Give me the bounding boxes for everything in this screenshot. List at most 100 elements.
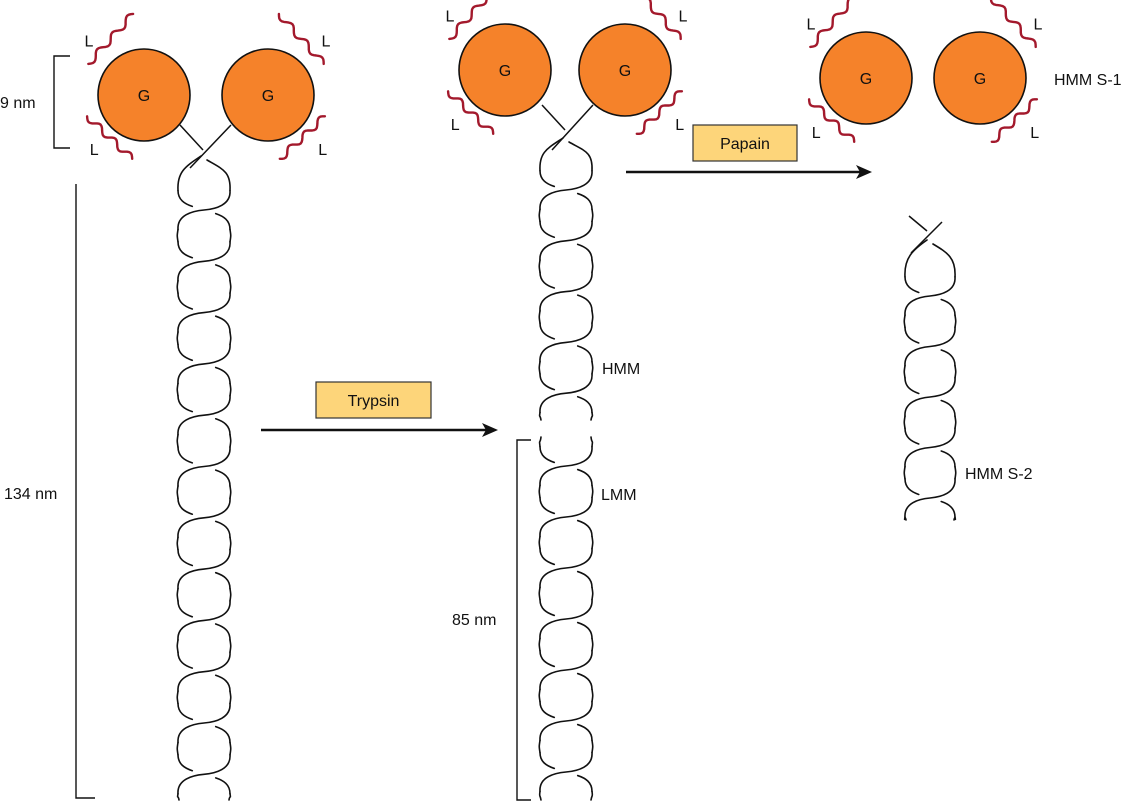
helix-back-strand	[214, 315, 231, 333]
helix-back-strand	[904, 276, 920, 294]
helix-crossover	[904, 276, 956, 316]
helix-crossover	[177, 497, 231, 539]
helix-side	[538, 688, 541, 703]
helix-end	[590, 436, 594, 448]
helix-back-strand	[539, 496, 556, 515]
helix-top	[177, 155, 202, 192]
helix-end	[538, 436, 542, 448]
helix-back-strand	[940, 399, 956, 417]
helix-end	[538, 411, 542, 421]
helix-crossover	[539, 445, 593, 487]
helix-back-strand	[576, 672, 593, 691]
helix-side	[591, 484, 594, 499]
helix-side	[591, 637, 594, 652]
helix-top	[932, 243, 956, 278]
helix-side	[229, 587, 232, 602]
helix-back-strand	[576, 519, 593, 538]
helix-crossover	[539, 598, 593, 640]
helix-crossover	[177, 446, 231, 487]
helix-back-strand	[214, 417, 231, 436]
helix-crossover	[177, 702, 231, 744]
helix-crossover	[177, 754, 231, 795]
trypsin-box	[315, 381, 432, 419]
head-label: G	[860, 71, 872, 88]
helix-back-strand	[177, 600, 194, 618]
helix-back-strand	[177, 343, 194, 362]
helix-side	[229, 433, 232, 448]
helix-crossover	[539, 700, 593, 742]
light-chain-label: L	[318, 142, 327, 159]
helix-crossover	[177, 548, 231, 590]
helix-back-strand	[214, 366, 231, 385]
helix-side	[591, 208, 594, 223]
head-label: G	[262, 88, 274, 105]
helix-end	[176, 792, 180, 801]
helix-side	[229, 382, 232, 397]
helix-back-strand	[177, 754, 194, 772]
light-chain-squiggle	[278, 115, 327, 160]
helix-crossover	[904, 427, 956, 468]
helix-back-strand	[576, 570, 593, 589]
helix-back-strand	[539, 598, 556, 617]
light-chain-squiggle	[635, 90, 684, 135]
myosin-head: GLL	[578, 0, 688, 135]
s2-cut-end	[908, 215, 928, 232]
light-chain-label: L	[1034, 17, 1043, 34]
helix-back-strand	[940, 450, 956, 468]
head-label: G	[138, 88, 150, 105]
helix-side	[229, 228, 232, 243]
lmm-label: LMM	[601, 487, 637, 504]
helix-back-strand	[214, 623, 231, 641]
lmm-fragment: LMM 85 nm	[452, 436, 637, 801]
myosin-head: GLL	[806, 0, 913, 143]
papain-box	[692, 124, 798, 162]
helix-crossover	[539, 220, 593, 261]
helix-crossover	[177, 292, 231, 333]
helix-side	[538, 360, 541, 375]
light-chain-label: L	[675, 117, 684, 134]
helix-back-strand	[539, 373, 556, 391]
helix-back-strand	[576, 395, 593, 414]
helix-side	[538, 208, 541, 223]
papain-step: Papain	[626, 124, 872, 179]
helix-side	[229, 741, 232, 756]
light-chain-label: L	[322, 34, 331, 51]
helix-side	[903, 465, 906, 480]
helix-side	[176, 587, 179, 602]
light-chain-label: L	[445, 9, 454, 26]
helix-back-strand	[576, 723, 593, 742]
helix-side	[229, 536, 232, 551]
helix-side	[538, 310, 541, 324]
light-chain-label: L	[806, 17, 815, 34]
helix-crossover	[539, 271, 593, 312]
papain-label: Papain	[720, 136, 770, 153]
helix-back-strand	[576, 345, 593, 363]
helix-crossover	[539, 322, 593, 363]
helix-back-strand	[576, 294, 593, 312]
globular-head	[458, 23, 552, 117]
helix-side	[229, 690, 232, 705]
helix-back-strand	[539, 445, 556, 464]
helix-side	[591, 310, 594, 324]
helix-top	[568, 141, 593, 172]
helix-side	[538, 739, 541, 754]
neck-line	[551, 104, 594, 151]
helix-crossover	[539, 169, 593, 211]
light-chain-squiggle	[85, 115, 134, 160]
trypsin-label: Trypsin	[348, 393, 400, 410]
helix-side	[903, 415, 906, 430]
globular-head	[933, 31, 1027, 125]
helix-side	[229, 279, 232, 294]
helix-side	[591, 739, 594, 754]
papain-arrow-head	[856, 165, 872, 179]
myosin-head: GLL	[933, 0, 1043, 143]
bracket-line	[75, 184, 95, 799]
globular-head	[221, 48, 315, 142]
helix-crossover	[539, 547, 593, 589]
helix-top	[904, 239, 928, 278]
helix-side	[538, 484, 541, 499]
lmm-length-bracket	[516, 439, 531, 801]
helix-crossover	[904, 478, 956, 518]
